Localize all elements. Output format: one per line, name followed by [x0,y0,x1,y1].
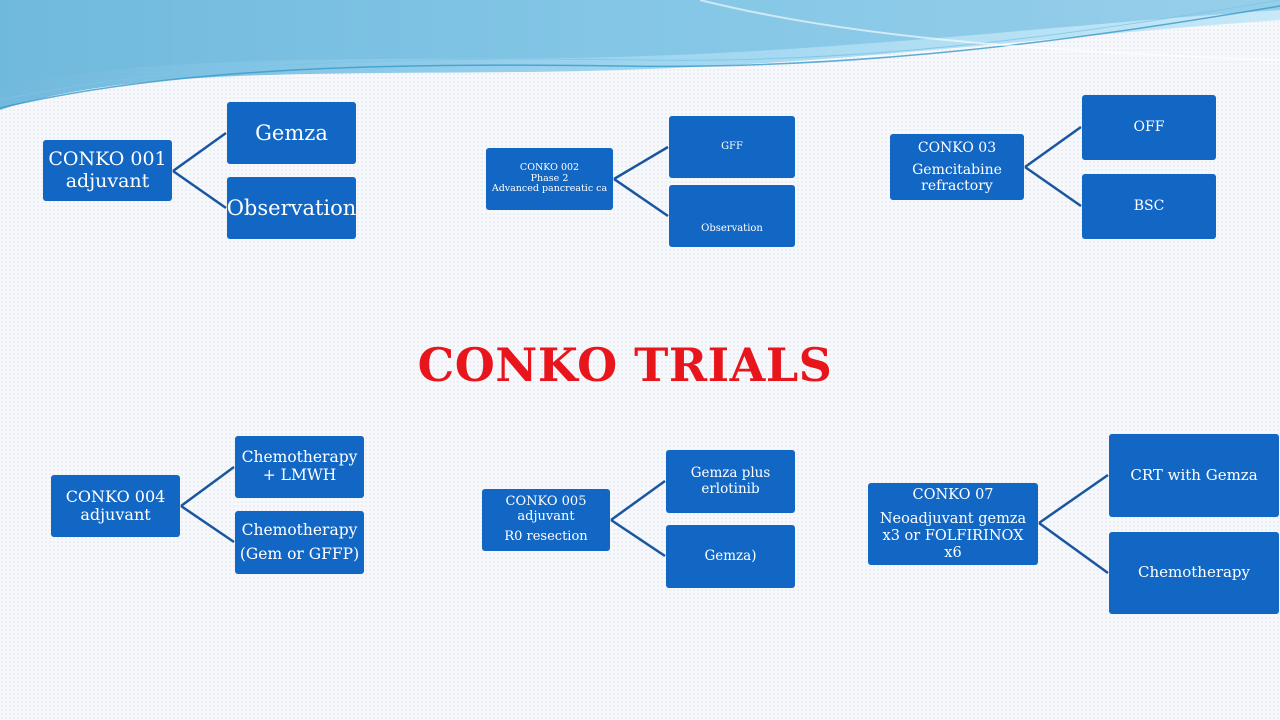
trial-6-branch-2-label: Chemotherapy [1137,563,1251,582]
trial-5-branch-2-box: Gemza) [666,525,795,588]
connector-t6-b2 [1038,521,1109,575]
trial-5-branch-1-box: Gemza plus erlotinib [666,450,795,513]
trial-4-branch-1-box: Chemotherapy + LMWH [235,436,364,498]
trial-3-root-line-3: refractory [921,178,993,195]
trial-1-branch-2-label: Observation [226,195,357,220]
trial-5-branch-1-line-2: erlotinib [701,480,760,497]
trial-3-branch-2-box: BSC [1082,174,1216,239]
trial-6-root-box: CONKO 07 Neoadjuvant gemza x3 or FOLFIRI… [868,483,1038,565]
trial-4-branch-2-line-2: (Gem or GFFP) [239,544,360,563]
trial-2-branch-2-box: Observation [669,185,795,247]
trial-3-branch-1-label: OFF [1133,119,1165,136]
trial-3-root-box: CONKO 03 Gemcitabine refractory [890,134,1024,200]
trial-2-root-line-2: Phase 2 [530,172,569,184]
connector-t5-b1 [610,479,666,522]
trial-5-root-line-2: adjuvant [517,508,575,524]
trial-4-branch-1-line-2: + LMWH [262,466,337,484]
trial-4-root-line-1: CONKO 004 [65,486,166,506]
connector-t1-b1 [172,131,227,173]
trial-6-branch-2-box: Chemotherapy [1109,532,1279,614]
trial-2-root-line-3: Advanced pancreatic ca [491,183,608,195]
connector-t3-b2 [1024,165,1082,208]
connector-t1-b2 [172,169,227,210]
trial-3-root-line-2: Gemcitabine [912,161,1002,178]
trial-5-root-line-3: R0 resection [504,529,588,545]
trial-4-branch-1-line-1: Chemotherapy [241,448,358,467]
trial-4-branch-2-line-1: Chemotherapy [241,520,358,539]
trial-6-root-line-2: Neoadjuvant gemza [879,511,1027,528]
trial-6-root-line-1: CONKO 07 [912,486,994,503]
trial-6-branch-1-label: CRT with Gemza [1130,465,1258,484]
trial-3-branch-1-box: OFF [1082,95,1216,160]
trial-4-root-box: CONKO 004 adjuvant [51,475,180,537]
trial-5-root-box: CONKO 005 adjuvant R0 resection [482,489,610,551]
trial-5-root-line-1: CONKO 005 [505,493,587,509]
trial-4-root-line-2: adjuvant [80,505,151,524]
connector-t5-b2 [610,518,666,558]
trial-1-root-line-2: adjuvant [65,169,150,192]
connector-t2-b2 [613,177,669,218]
trial-1-branch-1-label: Gemza [255,120,328,145]
trial-3-branch-2-label: BSC [1133,198,1165,215]
trial-2-branch-1-label: GFF [721,141,743,153]
trial-6-branch-1-box: CRT with Gemza [1109,434,1279,517]
trial-2-branch-2-label: Observation [701,223,763,235]
connector-t3-b1 [1024,125,1082,169]
trial-2-root-line-1: CONKO 002 [519,161,580,173]
connector-t4-b2 [180,504,235,544]
page-title: CONKO TRIALS [417,338,833,392]
trial-2-root-box: CONKO 002 Phase 2 Advanced pancreatic ca [486,148,613,210]
trial-5-branch-1-line-1: Gemza plus [690,464,771,481]
trial-4-branch-2-box: Chemotherapy (Gem or GFFP) [235,511,364,574]
trial-5-branch-2-label: Gemza) [704,547,757,564]
connector-t4-b1 [180,465,235,508]
trial-2-branch-1-box: GFF [669,116,795,178]
trial-1-root-line-1: CONKO 001 [48,147,167,170]
connector-t2-b1 [613,145,669,181]
connector-t6-b1 [1038,473,1109,525]
trial-1-root-box: CONKO 001 adjuvant [43,140,172,201]
trial-1-branch-1-box: Gemza [227,102,356,164]
trial-3-root-line-1: CONKO 03 [917,139,997,156]
header-wave-decoration [0,0,1280,110]
trial-6-root-line-3: x3 or FOLFIRINOX x6 [882,528,1024,561]
trial-1-branch-2-box: Observation [227,177,356,239]
